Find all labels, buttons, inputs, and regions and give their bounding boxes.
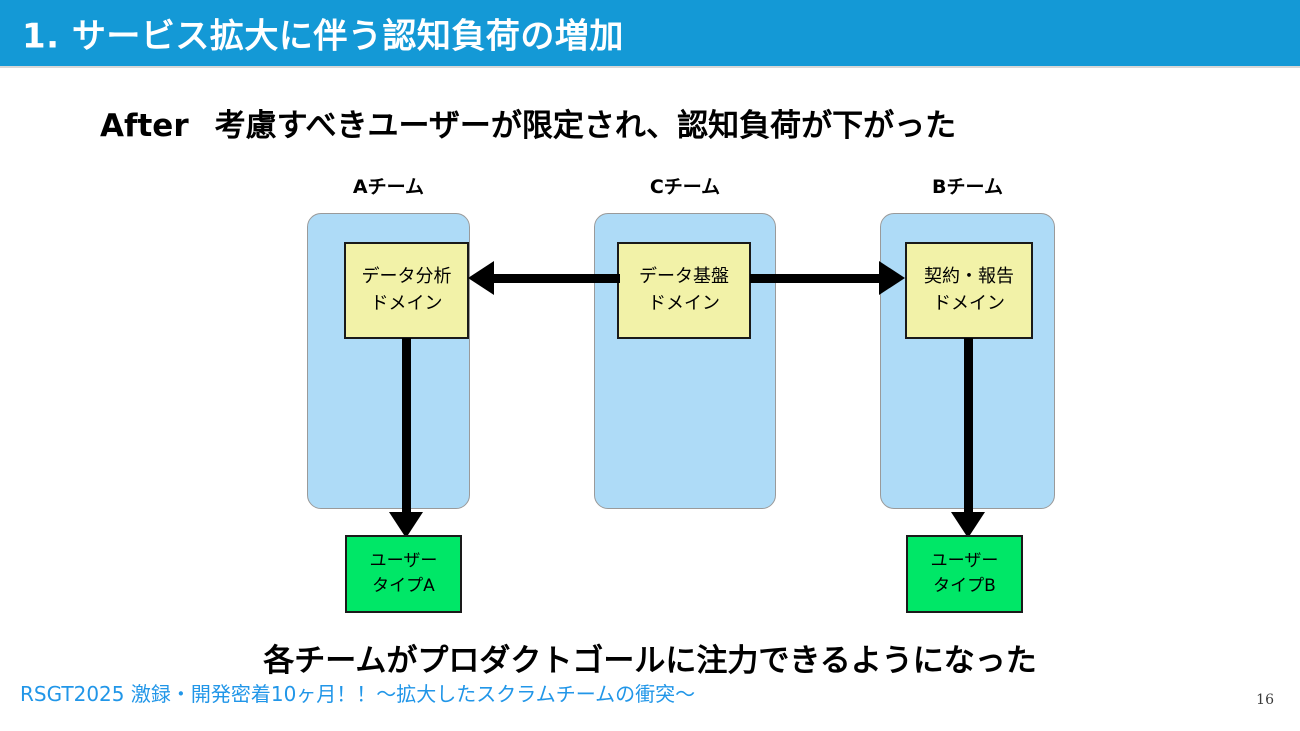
user-box-type-a: ユーザー タイプA <box>345 535 462 613</box>
title-divider <box>0 66 1300 68</box>
arrow-c-to-b-shaft <box>750 274 882 283</box>
arrow-c-to-a-shaft <box>494 274 620 283</box>
subtitle-text: 考慮すべきユーザーが限定され、認知負荷が下がった <box>214 108 957 144</box>
domain-box-data-analysis: データ分析 ドメイン <box>344 242 469 339</box>
arrow-c-to-b-head <box>879 261 905 295</box>
domain-box-line2: ドメイン <box>933 292 1005 314</box>
team-label-a: Aチーム <box>352 176 425 198</box>
page-number: 16 <box>1256 692 1274 708</box>
subtitle: After 考慮すべきユーザーが限定され、認知負荷が下がった <box>100 100 1220 145</box>
arrow-a-to-user-head <box>389 512 423 538</box>
domain-box-line2: ドメイン <box>648 292 720 314</box>
arrow-b-to-user-shaft <box>964 338 973 518</box>
page-title: 1. サービス拡大に伴う認知負荷の増加 <box>22 16 624 57</box>
summary-caption-text: 各チームがプロダクトゴールに注力できるようになった <box>259 643 1041 679</box>
user-box-type-b: ユーザー タイプB <box>906 535 1023 613</box>
footer-title: RSGT2025 激録・開発密着10ヶ月！！〜拡大したスクラムチームの衝突〜 <box>20 682 696 706</box>
user-box-line1: ユーザー <box>369 550 438 571</box>
slide-title-bar: 1. サービス拡大に伴う認知負荷の増加 <box>0 0 1300 66</box>
domain-box-line1: データ分析 <box>361 266 452 288</box>
user-box-line2: タイプB <box>933 576 996 596</box>
arrow-c-to-a-head <box>468 261 494 295</box>
arrow-a-to-user-shaft <box>402 338 411 518</box>
team-label-c: Cチーム <box>649 176 721 198</box>
subtitle-prefix: After <box>100 108 189 144</box>
team-label-b: Bチーム <box>932 176 1003 198</box>
domain-box-data-platform: データ基盤 ドメイン <box>617 242 751 339</box>
user-box-line2: タイプA <box>372 576 435 596</box>
domain-box-line1: データ基盤 <box>639 266 729 288</box>
domain-box-contract-report: 契約・報告 ドメイン <box>905 242 1033 339</box>
domain-box-line2: ドメイン <box>370 292 443 314</box>
domain-box-line1: 契約・報告 <box>924 266 1014 288</box>
arrow-b-to-user-head <box>951 512 985 538</box>
summary-caption: 各チームがプロダクトゴールに注力できるようになった <box>0 635 1300 680</box>
user-box-line1: ユーザー <box>930 550 999 571</box>
